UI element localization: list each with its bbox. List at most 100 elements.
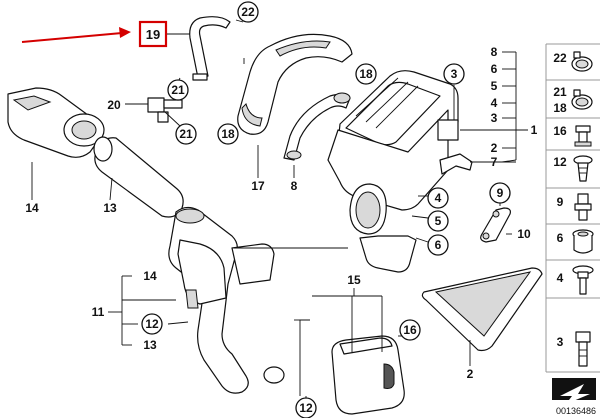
callout-18-left[interactable]: 18 <box>217 123 239 145</box>
svg-text:2: 2 <box>491 141 498 155</box>
lower-duct-assembly <box>168 206 285 394</box>
svg-text:8: 8 <box>291 179 298 193</box>
side-item-4[interactable]: 4 <box>546 265 600 299</box>
callout-12-left[interactable]: 12 <box>141 313 163 335</box>
svg-text:6: 6 <box>491 62 498 76</box>
svg-text:3: 3 <box>451 67 458 81</box>
svg-text:9: 9 <box>557 195 564 209</box>
callout-3[interactable]: 3 <box>443 63 465 85</box>
side-item-21-18[interactable]: 21 18 <box>546 85 600 119</box>
side-item-3[interactable]: 3 <box>546 331 600 373</box>
callout-11[interactable]: 11 <box>92 305 105 319</box>
svg-text:15: 15 <box>347 273 361 287</box>
callout-21-top[interactable]: 21 <box>167 79 189 101</box>
callout-20[interactable]: 20 <box>107 98 121 112</box>
svg-text:4: 4 <box>557 271 564 285</box>
bracket-label-8[interactable]: 8 <box>491 45 498 59</box>
callout-10[interactable]: 10 <box>517 227 531 241</box>
svg-text:4: 4 <box>435 191 442 205</box>
callout-5[interactable]: 5 <box>427 210 449 232</box>
svg-text:13: 13 <box>103 201 117 215</box>
callout-9[interactable]: 9 <box>489 182 511 204</box>
resonator-part-14 <box>7 87 105 158</box>
air-filter-housing-part-1 <box>327 70 459 273</box>
callout-15[interactable]: 15 <box>347 273 361 287</box>
svg-text:11: 11 <box>92 305 105 319</box>
svg-text:17: 17 <box>251 179 265 193</box>
svg-text:14: 14 <box>143 269 157 283</box>
svg-text:21: 21 <box>553 85 567 99</box>
svg-text:22: 22 <box>553 51 567 65</box>
side-item-16[interactable]: 16 <box>546 124 600 151</box>
hose-clamp-icon <box>571 89 593 110</box>
grommet-icon <box>574 125 592 147</box>
bracket-part-9 <box>480 207 511 243</box>
svg-text:14: 14 <box>25 201 39 215</box>
callout-17[interactable]: 17 <box>251 179 265 193</box>
svg-text:16: 16 <box>403 323 417 337</box>
side-item-9[interactable]: 9 <box>546 193 600 225</box>
callout-21-mid[interactable]: 21 <box>175 123 197 145</box>
callout-14-group[interactable]: 14 <box>143 269 157 283</box>
callout-12-bottom[interactable]: 12 <box>295 397 317 418</box>
hose-part-8 <box>283 92 351 161</box>
svg-text:3: 3 <box>557 335 564 349</box>
hose-clamp-icon <box>571 51 593 72</box>
direction-arrow-icon <box>552 378 596 404</box>
callout-6[interactable]: 6 <box>427 234 449 256</box>
svg-text:18: 18 <box>359 67 373 81</box>
bracket-label-4[interactable]: 4 <box>491 96 498 110</box>
svg-text:20: 20 <box>107 98 121 112</box>
svg-text:12: 12 <box>145 317 159 331</box>
svg-text:2: 2 <box>467 367 474 381</box>
callout-8[interactable]: 8 <box>291 179 298 193</box>
svg-text:1: 1 <box>531 123 538 137</box>
side-item-22[interactable]: 22 <box>546 51 600 81</box>
svg-text:7: 7 <box>491 155 498 169</box>
bracket-label-7[interactable]: 7 <box>491 155 498 169</box>
callout-22[interactable]: 22 <box>237 1 259 23</box>
expanding-rivet-icon <box>573 155 593 182</box>
callout-13-left[interactable]: 13 <box>103 201 117 215</box>
svg-text:6: 6 <box>435 238 442 252</box>
rubber-mount-icon <box>574 193 592 221</box>
svg-text:18: 18 <box>221 127 235 141</box>
svg-text:5: 5 <box>491 79 498 93</box>
svg-text:18: 18 <box>553 101 567 115</box>
callout-18-right[interactable]: 18 <box>355 63 377 85</box>
callout-13-group[interactable]: 13 <box>143 338 157 352</box>
svg-text:16: 16 <box>553 124 567 138</box>
callout-14-left[interactable]: 14 <box>25 201 39 215</box>
bracket-label-1[interactable]: 1 <box>531 123 538 137</box>
svg-text:21: 21 <box>179 127 193 141</box>
hex-bolt-icon <box>575 331 591 367</box>
highlight-box[interactable] <box>138 20 168 48</box>
hose-part-19 <box>189 16 231 81</box>
bracket-label-2[interactable]: 2 <box>491 141 498 155</box>
bracket-label-5[interactable]: 5 <box>491 79 498 93</box>
svg-text:6: 6 <box>557 231 564 245</box>
bushing-icon <box>572 229 594 254</box>
svg-text:5: 5 <box>435 214 442 228</box>
callout-16[interactable]: 16 <box>399 319 421 341</box>
svg-text:21: 21 <box>171 83 185 97</box>
tank-part-15 <box>331 335 405 415</box>
bracket-label-3[interactable]: 3 <box>491 111 498 125</box>
bracket-part-7 <box>439 153 473 175</box>
label-bracket-left <box>108 275 189 346</box>
svg-text:10: 10 <box>517 227 531 241</box>
svg-text:12: 12 <box>553 155 567 169</box>
flange-screw-icon <box>572 265 594 295</box>
valve-part-20 <box>147 97 183 123</box>
side-item-6[interactable]: 6 <box>546 229 600 261</box>
bracket-label-6[interactable]: 6 <box>491 62 498 76</box>
svg-text:3: 3 <box>491 111 498 125</box>
side-item-12[interactable]: 12 <box>546 155 600 189</box>
diagram-id: 00136486 <box>556 406 596 416</box>
highlight-label: 19 <box>146 27 160 42</box>
intake-pipe-part-17 <box>237 33 353 135</box>
svg-text:22: 22 <box>241 5 255 19</box>
callout-2-bottom[interactable]: 2 <box>467 367 474 381</box>
callout-4[interactable]: 4 <box>427 187 449 209</box>
